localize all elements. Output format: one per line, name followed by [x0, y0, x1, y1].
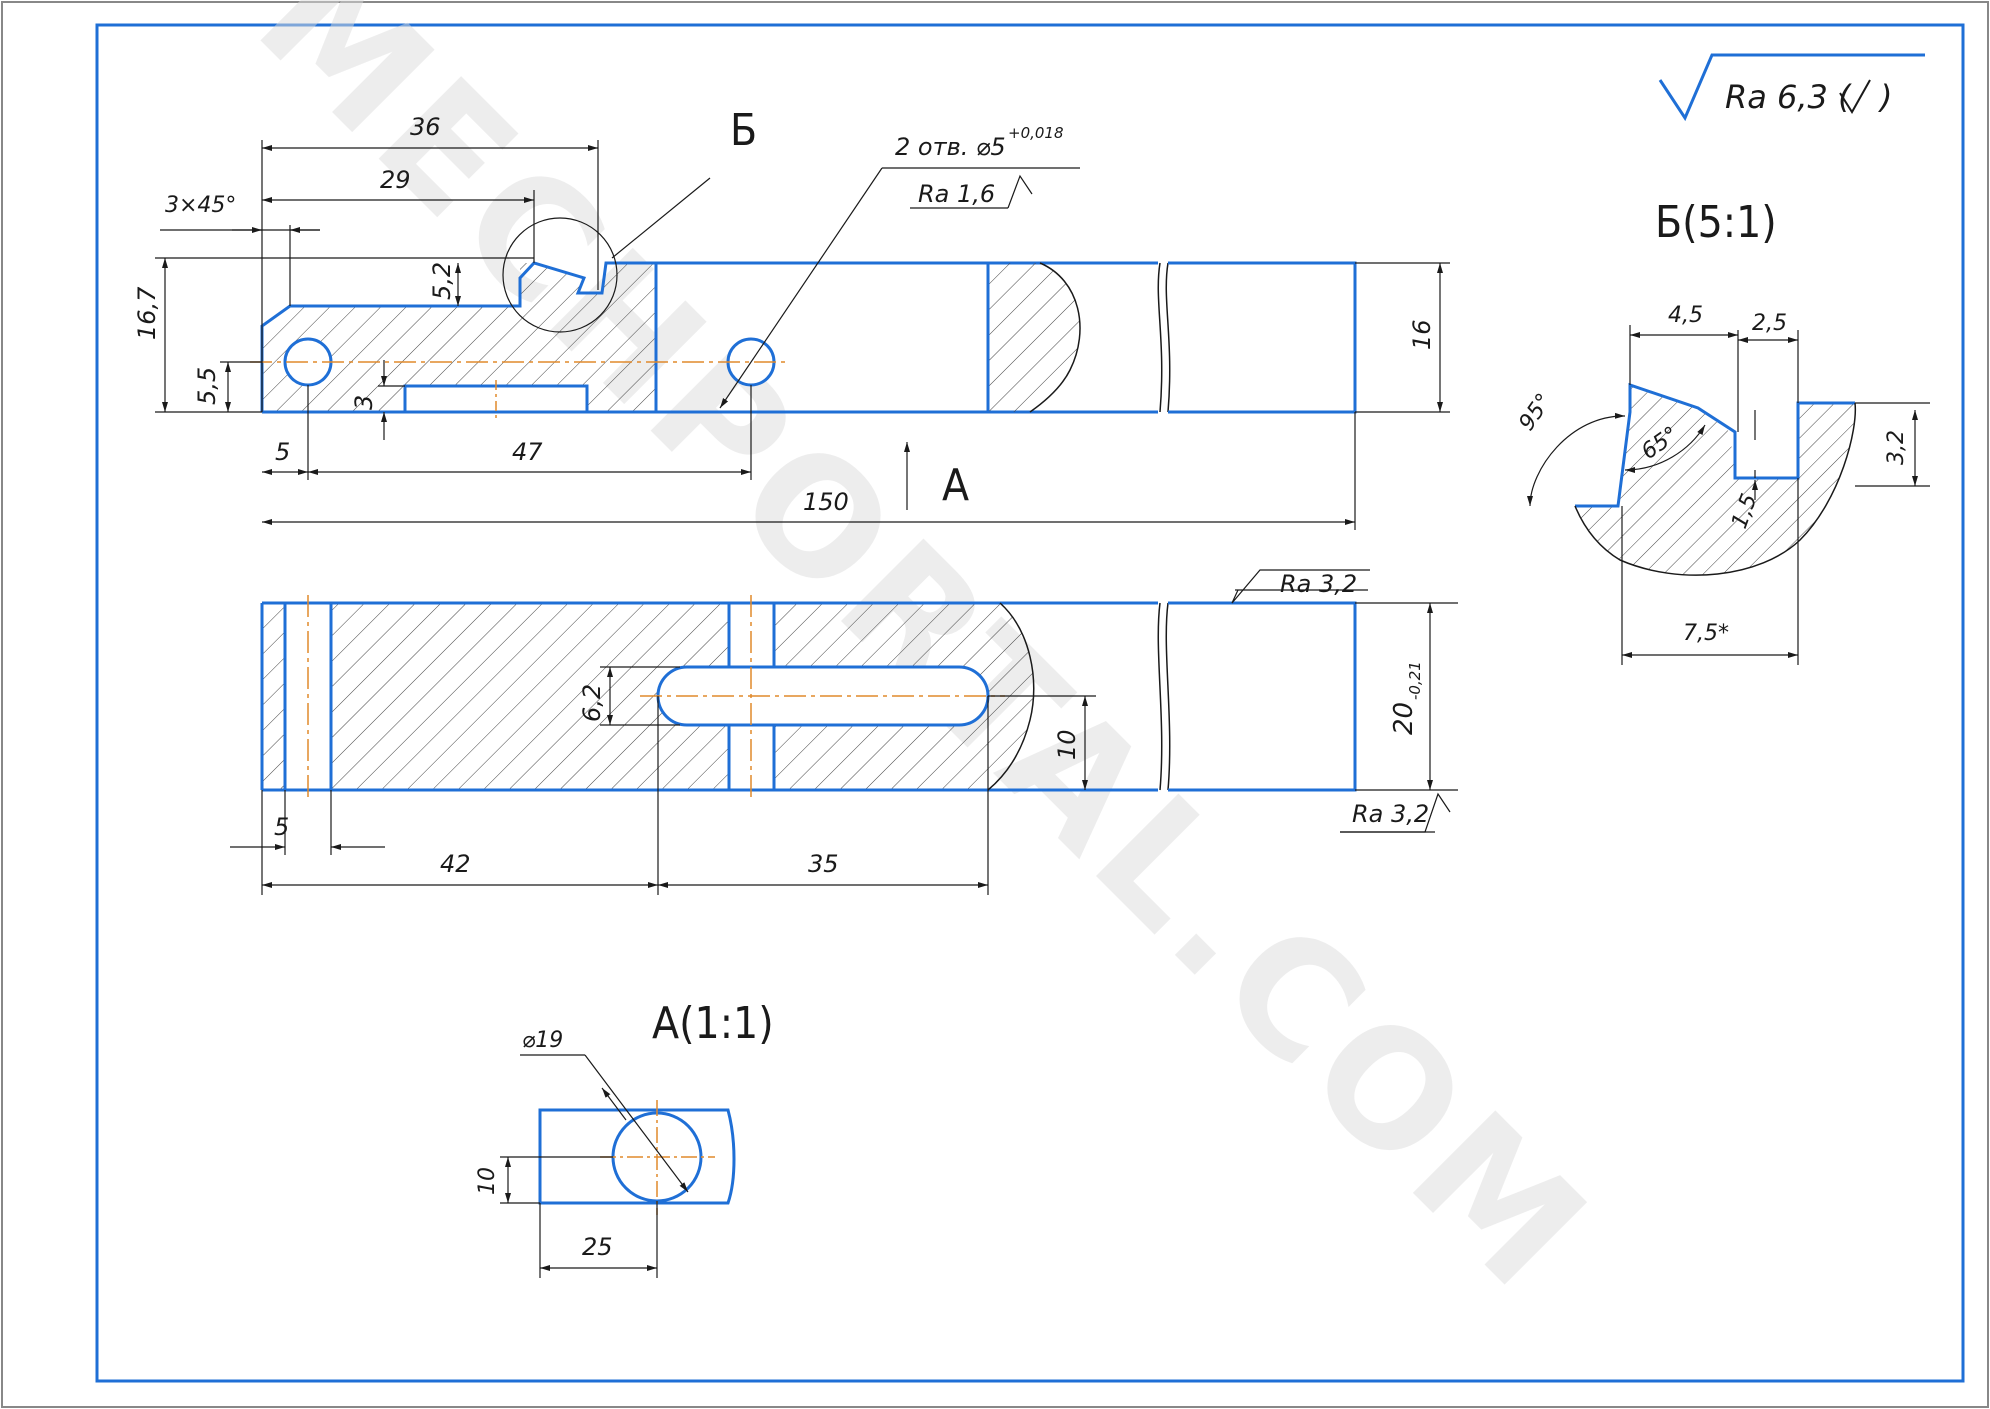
detail-b-callout-circle	[502, 217, 618, 333]
detail-b-hatch	[1575, 385, 1856, 576]
general-roughness-close: )	[1878, 78, 1892, 116]
svg-text:16: 16	[1408, 319, 1436, 350]
svg-text:5,2: 5,2	[428, 262, 456, 300]
svg-text:5: 5	[274, 813, 289, 841]
svg-text:Ra 3,2: Ra 3,2	[1352, 800, 1429, 828]
svg-text:42: 42	[440, 850, 471, 878]
view-a-dim-text: ⌀19 10 25	[475, 1028, 613, 1261]
svg-text:95°: 95°	[1514, 389, 1557, 435]
top-view-dimensions	[155, 140, 1450, 530]
svg-text:3×45°: 3×45°	[165, 193, 236, 218]
svg-text:7,5*: 7,5*	[1683, 621, 1729, 646]
svg-text:5,5: 5,5	[193, 367, 221, 405]
front-view	[260, 595, 1357, 800]
svg-text:Ra 1,6: Ra 1,6	[918, 180, 995, 208]
svg-text:16,7: 16,7	[133, 286, 161, 340]
detail-b-dimensions	[1527, 325, 1930, 665]
svg-text:35: 35	[808, 850, 839, 878]
svg-text:2,5: 2,5	[1752, 311, 1787, 336]
drawing-frame	[95, 23, 1965, 1383]
detail-b: Б(5:1)	[1574, 197, 1857, 576]
top-view-dim-text: 36 29 3×45° 16,7 5,2 5,5 3 16 5 47 150 2…	[133, 113, 1436, 516]
svg-text:6,2: 6,2	[578, 684, 606, 722]
general-roughness-symbol: Ra 6,3 ( )	[1658, 53, 1925, 122]
svg-text:36: 36	[410, 113, 441, 141]
svg-text:47: 47	[512, 438, 543, 466]
svg-text:3: 3	[350, 395, 378, 410]
svg-text:4,5: 4,5	[1668, 303, 1703, 328]
front-view-dim-text: Ra 3,2 20 -0,21 Ra 3,2 6,2 10 5 42 35	[274, 570, 1429, 878]
svg-text:-0,21: -0,21	[1406, 661, 1424, 700]
svg-text:5: 5	[275, 438, 290, 466]
svg-text:10: 10	[1053, 729, 1081, 760]
svg-text:3,2: 3,2	[1884, 430, 1909, 465]
view-a-title: А(1:1)	[652, 998, 774, 1049]
svg-text:150: 150	[803, 488, 849, 516]
top-view-right-hatch	[988, 263, 1080, 412]
svg-text:⌀19: ⌀19	[522, 1028, 563, 1053]
svg-text:2 отв. ⌀5: 2 отв. ⌀5	[895, 133, 1006, 161]
svg-text:25: 25	[582, 1233, 613, 1261]
svg-text:+0,018: +0,018	[1008, 124, 1064, 142]
top-view: Б	[250, 105, 1357, 422]
front-view-dimensions	[230, 569, 1458, 895]
svg-text:20: 20	[1389, 702, 1419, 735]
svg-text:29: 29	[380, 166, 411, 194]
top-view-section-hatch	[262, 263, 656, 412]
general-roughness-text: Ra 6,3 (	[1725, 78, 1852, 116]
view-a: А(1:1)	[538, 998, 774, 1215]
svg-text:10: 10	[475, 1167, 500, 1195]
svg-text:А: А	[942, 460, 969, 511]
detail-b-title: Б(5:1)	[1655, 197, 1777, 248]
section-b-marker: Б	[730, 105, 757, 156]
svg-text:Ra 3,2: Ra 3,2	[1280, 570, 1357, 598]
view-a-dimensions	[500, 1054, 689, 1278]
